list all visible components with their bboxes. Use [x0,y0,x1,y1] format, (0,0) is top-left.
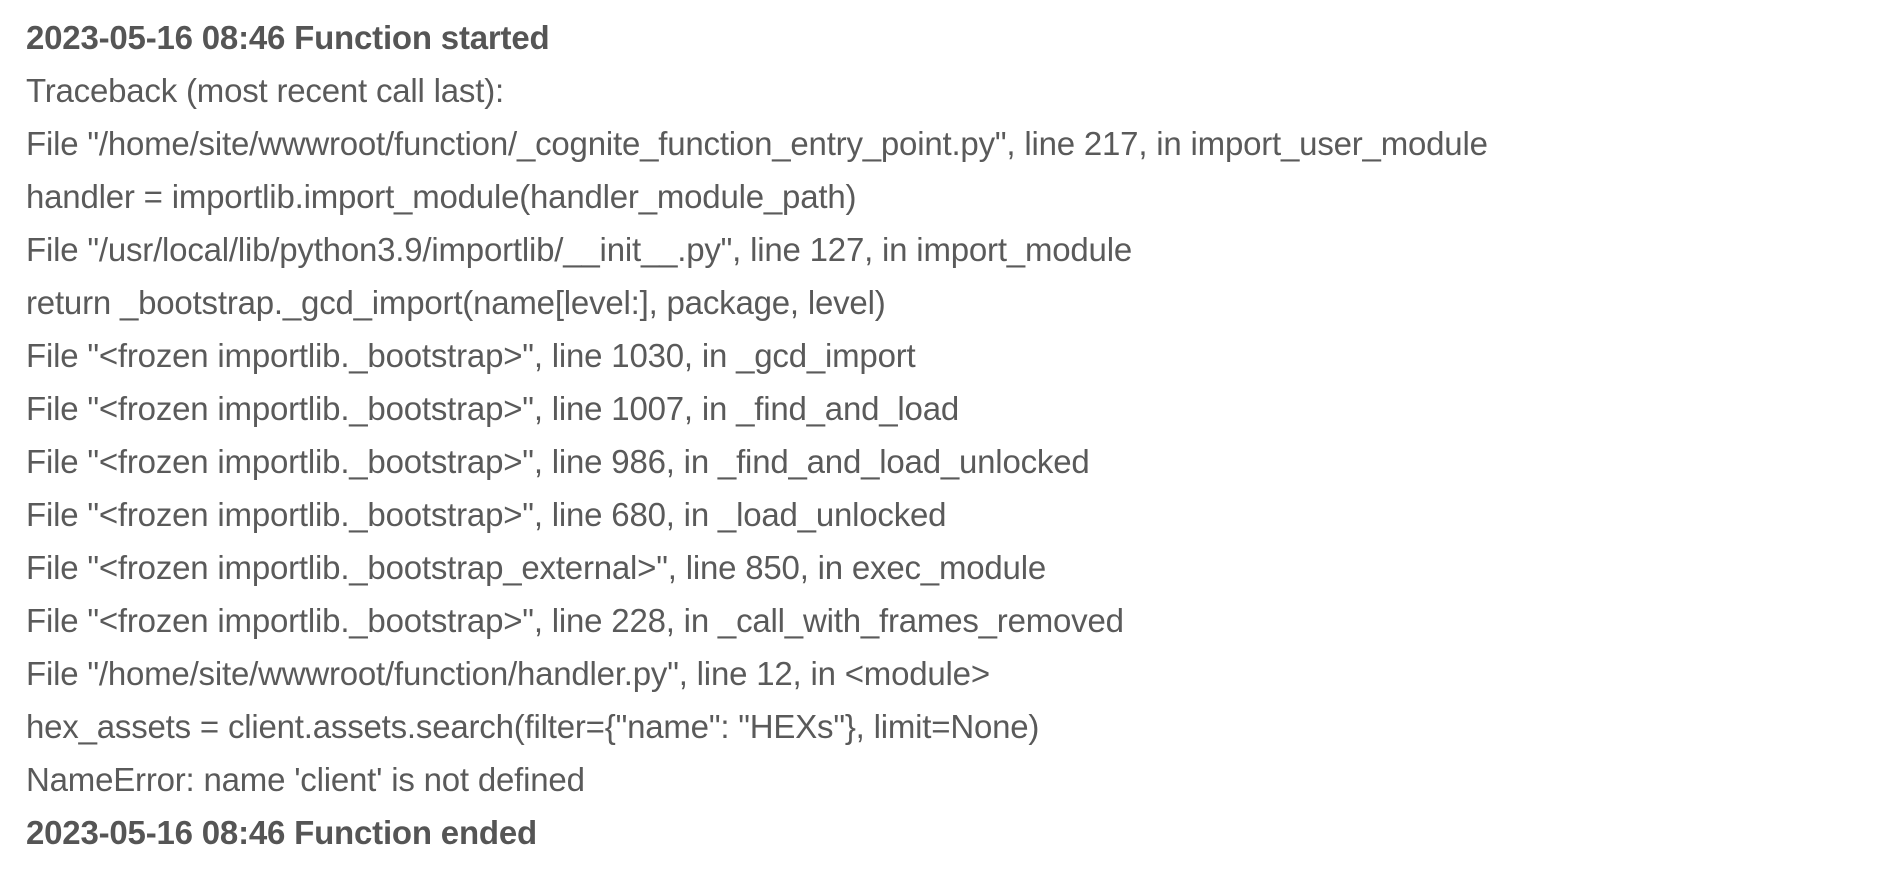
log-line: File "/home/site/wwwroot/function/handle… [26,655,990,692]
log-line: Traceback (most recent call last): [26,72,504,109]
log-line: File "<frozen importlib._bootstrap>", li… [26,390,960,427]
log-line: hex_assets = client.assets.search(filter… [26,708,1040,745]
log-line: File "<frozen importlib._bootstrap>", li… [26,443,1090,480]
log-line: return _bootstrap._gcd_import(name[level… [26,284,886,321]
log-end-line: 2023-05-16 08:46 Function ended [26,814,537,851]
log-line: handler = importlib.import_module(handle… [26,178,857,215]
log-line: File "/home/site/wwwroot/function/_cogni… [26,125,1488,162]
log-line: File "<frozen importlib._bootstrap_exter… [26,549,1046,586]
log-line: NameError: name 'client' is not defined [26,761,585,798]
log-line: File "<frozen importlib._bootstrap>", li… [26,496,947,533]
log-start-line: 2023-05-16 08:46 Function started [26,19,550,56]
log-line: File "<frozen importlib._bootstrap>", li… [26,602,1124,639]
function-log-panel: 2023-05-16 08:46 Function started Traceb… [26,11,1876,859]
log-line: File "<frozen importlib._bootstrap>", li… [26,337,916,374]
log-line: File "/usr/local/lib/python3.9/importlib… [26,231,1132,268]
